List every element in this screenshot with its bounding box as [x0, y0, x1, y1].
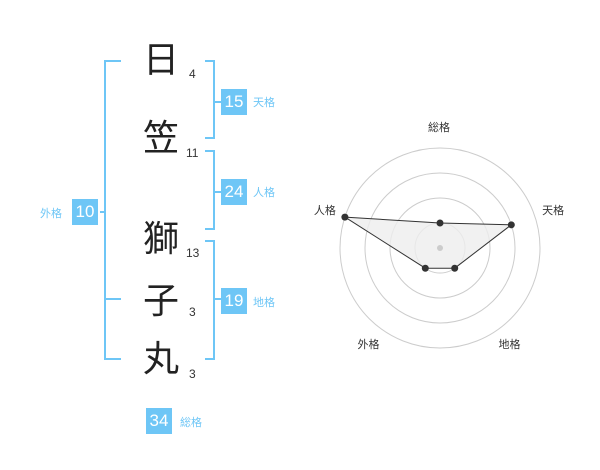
name-char-4: 子 — [143, 281, 180, 322]
tenkaku-bracket-bottom — [205, 137, 215, 139]
jinkaku-label: 人格 — [253, 186, 275, 199]
chikaku-bracket-vertical — [213, 240, 215, 360]
radar-ring-4 — [339, 147, 541, 349]
gaikaku-connector — [100, 211, 106, 213]
radar-axis-label-3: 外格 — [357, 338, 380, 352]
radar-ring-2 — [389, 197, 491, 299]
radar-point-4 — [341, 213, 349, 221]
gaikaku-bracket-vertical — [104, 60, 106, 360]
radar-ring-3 — [364, 172, 516, 324]
radar-axis-label-0: 総格 — [428, 121, 450, 134]
chikaku-connector — [213, 298, 221, 300]
jinkaku-bracket-bottom — [205, 228, 215, 230]
jinkaku-bracket-top — [205, 150, 215, 152]
radar-point-3 — [421, 264, 429, 272]
jinkaku-badge: 24 — [221, 179, 247, 205]
stroke-count-5: 3 — [189, 367, 196, 381]
tenkaku-label: 天格 — [253, 96, 275, 109]
name-char-3: 獅 — [143, 219, 180, 260]
radar-center — [437, 245, 443, 251]
tenkaku-bracket-top — [205, 60, 215, 62]
soukaku-label: 総格 — [180, 416, 202, 429]
radar-point-2 — [451, 264, 459, 272]
name-char-2: 笠 — [143, 118, 180, 159]
stroke-count-1: 4 — [189, 67, 196, 81]
radar-point-1 — [507, 221, 515, 229]
chikaku-label: 地格 — [253, 296, 275, 309]
radar-axis-label-4: 人格 — [313, 203, 336, 217]
name-char-5: 丸 — [143, 339, 180, 380]
radar-axis-label-2: 地格 — [498, 338, 521, 352]
stroke-count-3: 13 — [186, 246, 200, 260]
gaikaku-label: 外格 — [40, 207, 62, 220]
tenkaku-connector — [213, 101, 221, 103]
radar-polygon — [344, 216, 513, 269]
gaikaku-bracket-top — [104, 60, 121, 62]
radar-axis-label-1: 天格 — [542, 203, 565, 217]
gaikaku-badge: 10 — [72, 199, 98, 225]
tenkaku-bracket-vertical — [213, 60, 215, 139]
stroke-count-2: 11 — [186, 146, 199, 160]
stroke-count-4: 3 — [189, 305, 196, 319]
chikaku-bracket-top — [205, 240, 215, 242]
chikaku-badge: 19 — [221, 288, 247, 314]
jinkaku-bracket-vertical — [213, 150, 215, 230]
gaikaku-bracket-mid — [104, 298, 121, 300]
jinkaku-connector — [213, 191, 221, 193]
name-char-1: 日 — [143, 40, 180, 81]
tenkaku-badge: 15 — [221, 89, 247, 115]
radar-point-0 — [436, 219, 444, 227]
soukaku-badge: 34 — [146, 408, 172, 434]
chikaku-bracket-bottom — [205, 358, 215, 360]
gaikaku-bracket-bottom — [104, 358, 121, 360]
